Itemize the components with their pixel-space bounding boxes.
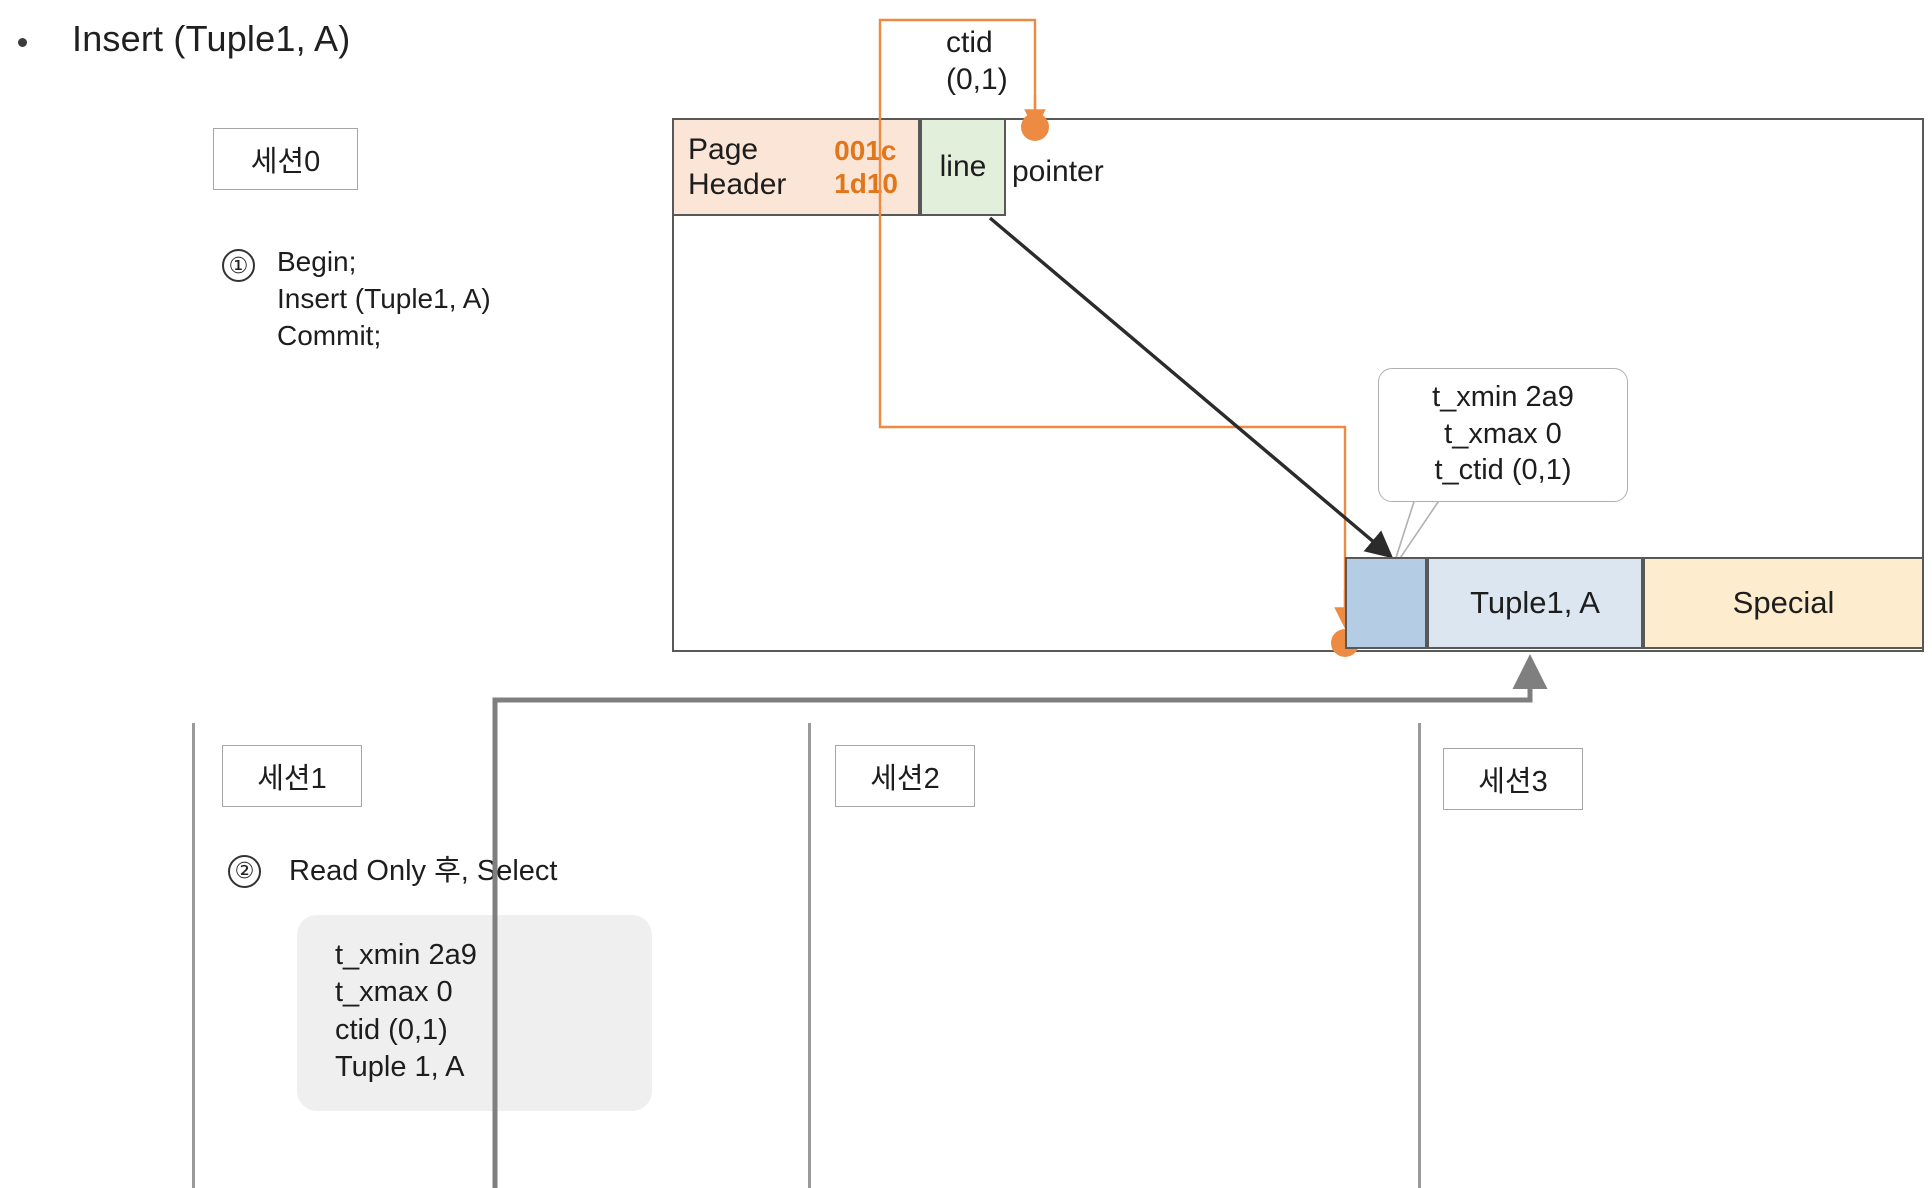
session1-step: ② Read Only 후, Select [228, 852, 557, 891]
session1-label-text: 세션1 [257, 763, 327, 795]
session2-rail [808, 723, 811, 1188]
tuple-data-text: Tuple1, A [1470, 585, 1600, 620]
step-number-1: ① [222, 249, 255, 282]
session1-rail [192, 723, 195, 1188]
page-title: Insert (Tuple1, A) [72, 18, 351, 59]
session0-label-text: 세션0 [250, 146, 321, 178]
special-text: Special [1732, 585, 1835, 620]
page-header-label: Page Header [688, 132, 787, 201]
session0-step-text: Begin; Insert (Tuple1, A) Commit; [277, 246, 491, 352]
session0-step: ① Begin; Insert (Tuple1, A) Commit; [222, 243, 491, 355]
tuple-header-callout: t_xmin 2a9 t_xmax 0 t_ctid (0,1) [1378, 368, 1628, 502]
session3-label-box: 세션3 [1443, 748, 1583, 810]
page-header-cell: Page Header 001c 1d10 [672, 118, 920, 216]
bullet-dot-icon [18, 38, 27, 47]
tuple-data-cell: Tuple1, A [1427, 557, 1643, 649]
tuple-header-cell [1345, 557, 1427, 649]
session1-detail-bubble: t_xmin 2a9 t_xmax 0 ctid (0,1) Tuple 1, … [297, 915, 652, 1111]
session0-label-box: 세션0 [213, 128, 358, 190]
session2-label-box: 세션2 [835, 745, 975, 807]
session1-step-text: Read Only 후, Select [289, 855, 558, 887]
bullet-row: Insert (Tuple1, A) [18, 18, 350, 60]
session3-rail [1418, 723, 1421, 1188]
step-number-2: ② [228, 854, 261, 888]
pointer-word-label: pointer [1012, 155, 1104, 188]
special-cell: Special [1643, 557, 1924, 649]
page-header-values: 001c 1d10 [834, 134, 898, 199]
session3-label-text: 세션3 [1478, 766, 1548, 798]
line-pointer-cell-text: line [939, 150, 987, 183]
line-pointer-cell: line [920, 118, 1006, 216]
session2-label-text: 세션2 [870, 763, 940, 795]
session1-label-box: 세션1 [222, 745, 362, 807]
ctid-label: ctid (0,1) [946, 26, 1008, 96]
